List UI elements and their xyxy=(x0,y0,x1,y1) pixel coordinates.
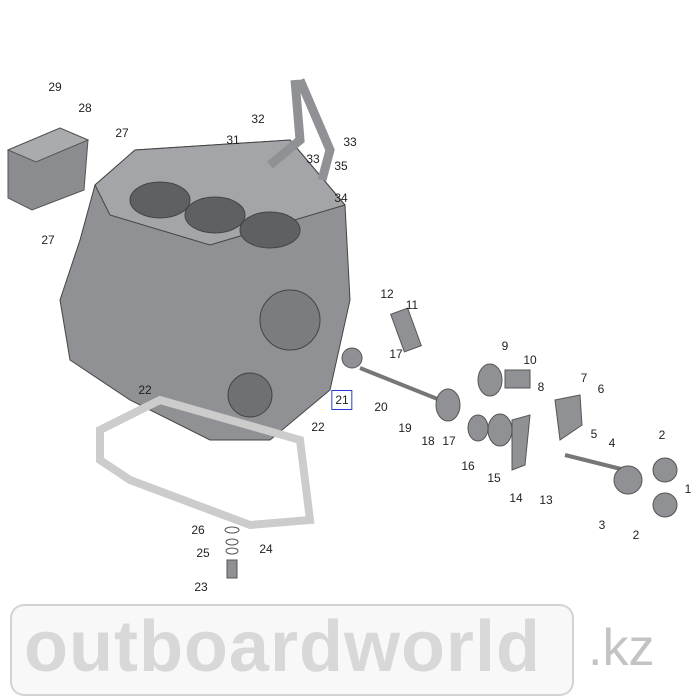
callout-label[interactable]: 12 xyxy=(380,287,394,301)
callout-label[interactable]: 1 xyxy=(684,482,692,496)
water-pipe xyxy=(267,78,335,182)
callout-label[interactable]: 33 xyxy=(306,152,320,166)
callout-label[interactable]: 13 xyxy=(539,493,553,507)
callout-label[interactable]: 22 xyxy=(311,420,325,434)
callout-label[interactable]: 15 xyxy=(487,471,501,485)
callout-label[interactable]: 2 xyxy=(632,528,640,542)
callout-label[interactable]: 24 xyxy=(259,542,273,556)
callout-label[interactable]: 9 xyxy=(501,339,509,353)
oil-cooler xyxy=(6,127,90,211)
callout-label[interactable]: 22 xyxy=(138,383,152,397)
callout-label-highlighted[interactable]: 21 xyxy=(331,390,353,410)
callout-label[interactable]: 20 xyxy=(374,400,388,414)
callout-label[interactable]: 25 xyxy=(196,546,210,560)
callout-label[interactable]: 16 xyxy=(461,459,475,473)
callout-label[interactable]: 26 xyxy=(191,523,205,537)
callout-label[interactable]: 28 xyxy=(78,101,92,115)
callout-label[interactable]: 18 xyxy=(421,434,435,448)
callout-label[interactable]: 17 xyxy=(442,434,456,448)
callout-label[interactable]: 8 xyxy=(537,380,545,394)
callout-label[interactable]: 29 xyxy=(48,80,62,94)
callout-label[interactable]: 27 xyxy=(115,126,129,140)
callout-label[interactable]: 11 xyxy=(405,298,419,312)
oil-pan-gasket xyxy=(96,395,315,530)
callout-label[interactable]: 33 xyxy=(343,135,357,149)
callout-label[interactable]: 35 xyxy=(334,159,348,173)
callout-label[interactable]: 2 xyxy=(658,428,666,442)
watermark-domain: .kz xyxy=(588,619,655,677)
callout-label[interactable]: 17 xyxy=(389,347,403,361)
watermark-brand: outboardworld xyxy=(24,607,541,687)
callout-label[interactable]: 10 xyxy=(523,353,537,367)
callout-label[interactable]: 31 xyxy=(226,133,240,147)
callout-label[interactable]: 6 xyxy=(597,382,605,396)
callout-label[interactable]: 5 xyxy=(590,427,598,441)
callout-label[interactable]: 19 xyxy=(398,421,412,435)
callout-label[interactable]: 34 xyxy=(334,191,348,205)
callout-label[interactable]: 23 xyxy=(194,580,208,594)
watermark-box xyxy=(10,604,574,696)
callout-label[interactable]: 32 xyxy=(251,112,265,126)
oil-pump-parts xyxy=(341,307,678,518)
callout-label[interactable]: 27 xyxy=(41,233,55,247)
drain-plug xyxy=(224,526,240,579)
callout-label[interactable]: 14 xyxy=(509,491,523,505)
callout-label[interactable]: 7 xyxy=(580,371,588,385)
callout-label[interactable]: 4 xyxy=(608,436,616,450)
crankcase xyxy=(59,139,351,441)
callout-label[interactable]: 3 xyxy=(598,518,606,532)
